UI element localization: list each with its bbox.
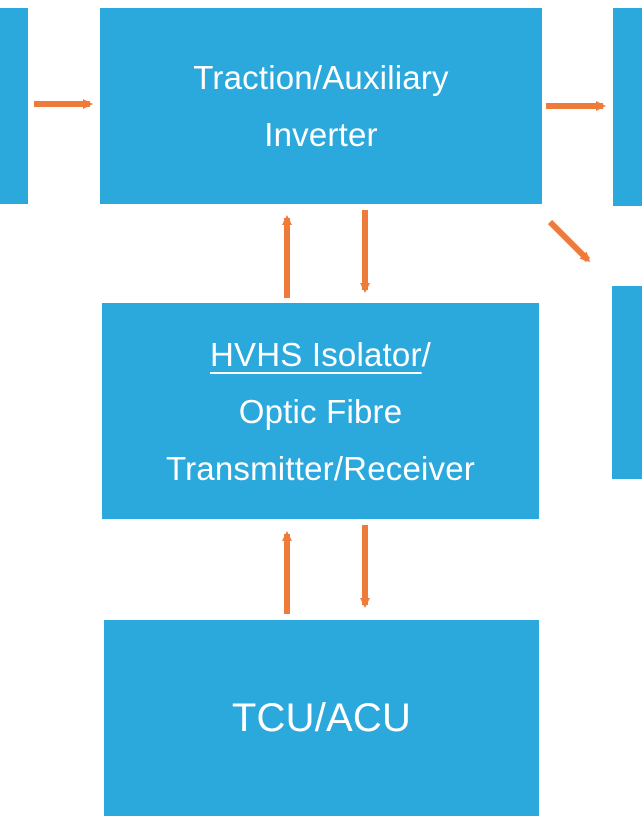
isolator-label-line1: HVHS Isolator/ xyxy=(166,326,475,383)
left-cropped-block xyxy=(0,8,28,204)
isolator-block: HVHS Isolator/ Optic Fibre Transmitter/R… xyxy=(102,303,539,519)
inverter-block: Traction/Auxiliary Inverter xyxy=(100,8,542,204)
controller-label-text: TCU/ACU xyxy=(231,695,412,740)
controller-block: TCU/ACU xyxy=(104,620,539,816)
isolator-label-line2: Optic Fibre xyxy=(238,392,403,430)
inverter-label-line2: Inverter xyxy=(264,116,378,153)
isolator-label: HVHS Isolator/ Optic Fibre Transmitter/R… xyxy=(166,326,475,497)
isolator-slash: / xyxy=(421,335,432,373)
arrow-inverter-diagonal xyxy=(547,219,591,263)
inverter-label-line1: Traction/Auxiliary xyxy=(193,59,449,96)
isolator-label-line3: Transmitter/Receiver xyxy=(165,449,475,487)
isolator-underlined-text: HVHS Isolator xyxy=(209,335,422,373)
controller-label: TCU/ACU xyxy=(232,690,411,747)
inverter-label: Traction/Auxiliary Inverter xyxy=(193,49,448,163)
right-cropped-block-top xyxy=(613,8,642,206)
right-cropped-block-bottom xyxy=(612,286,642,479)
